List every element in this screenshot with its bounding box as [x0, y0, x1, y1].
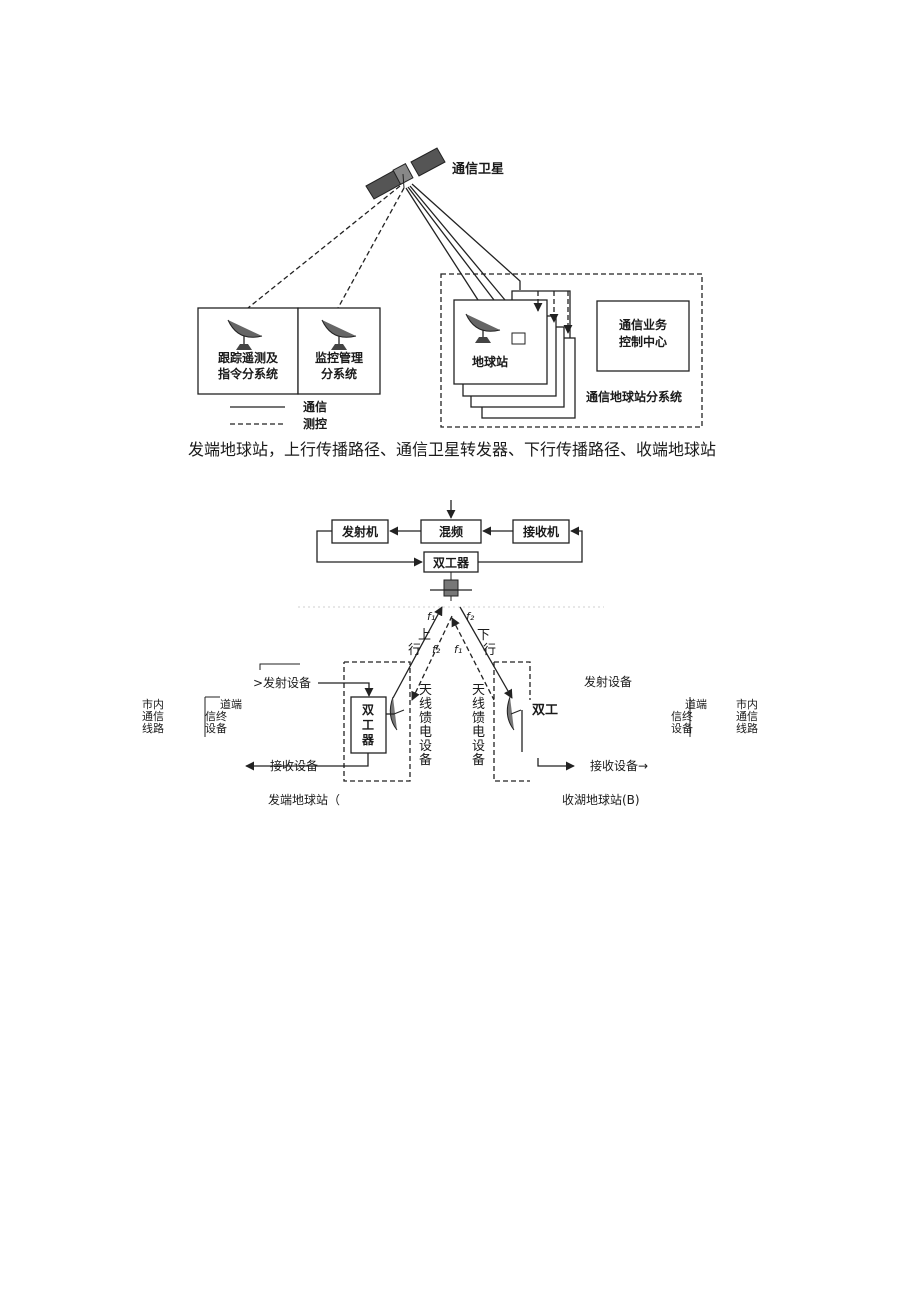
diagram1-caption: 发端地球站，上行传播路径、通信卫星转发器、下行传播路径、收端地球站	[188, 440, 716, 459]
svg-text:馈: 馈	[419, 711, 432, 726]
earth-station-box	[453, 299, 548, 385]
svg-text:线路: 线路	[736, 721, 758, 735]
uplink-solid	[392, 606, 443, 699]
freq-f2-downlink: f₂	[466, 610, 475, 623]
tx-equip-right: 发射设备	[584, 674, 632, 689]
freq-f1-uplink: f₁	[427, 610, 435, 623]
downlink-label-1: 下	[477, 628, 490, 643]
comm-links	[405, 183, 521, 301]
duplexer-to-rx-left	[245, 753, 369, 771]
svg-text:信终: 信终	[205, 709, 227, 723]
earth-station-subsystem-frame	[440, 273, 703, 428]
uplink-label-1: 上	[418, 628, 431, 643]
tracking-box-line2: 指令分系统	[218, 366, 278, 381]
svg-text:电: 电	[472, 725, 485, 740]
svg-text:线: 线	[472, 697, 485, 712]
svg-text:通信: 通信	[142, 710, 164, 723]
monitor-box-line1: 监控管理	[315, 350, 363, 365]
freq-f1-right: f₁	[454, 643, 462, 656]
duplexer-label: 双工器	[433, 556, 470, 570]
duplexer-right-label: 双工	[532, 703, 558, 718]
mixer-label: 混频	[439, 524, 463, 539]
duplexer-left-1: 双	[362, 703, 374, 717]
uplink-label-2: 行	[408, 643, 421, 658]
downlink-solid	[459, 606, 513, 699]
svg-text:道端: 道端	[685, 697, 707, 711]
control-center-line2: 控制中心	[619, 334, 667, 349]
svg-text:市内: 市内	[736, 697, 758, 711]
svg-text:设备: 设备	[671, 721, 693, 735]
control-center-line1: 通信业务	[619, 317, 668, 332]
channel-terminal-left: 道端 信终 设备	[205, 697, 242, 735]
earth-station-link-diagram: 发射机 混频 接收机 双工器 f₁ f₂ f₂ f₁ 上 行	[142, 500, 758, 807]
svg-text:道端: 道端	[220, 697, 242, 711]
transmitter-to-duplexer	[316, 530, 423, 567]
dish-icon-left	[386, 696, 405, 731]
legend-comm-label: 通信	[303, 399, 327, 414]
dish-icon	[321, 319, 357, 350]
svg-text:天: 天	[419, 683, 432, 698]
duplexer-to-rx-right	[537, 758, 575, 771]
svg-text:电: 电	[419, 725, 432, 740]
earth-station-label: 地球站	[472, 354, 508, 369]
rx-equip-right: 接收设备→	[590, 758, 648, 773]
svg-text:备: 备	[419, 752, 432, 768]
svg-text:设备: 设备	[205, 721, 227, 735]
satellite-icon	[365, 147, 446, 200]
antenna-feed-right: 天 线 馈 电 设 备	[472, 683, 485, 768]
station-right-label: 收湖地球站(B)	[562, 792, 640, 807]
subsystem-label: 通信地球站分系统	[586, 389, 682, 404]
downlink-label-2: 行	[483, 643, 496, 658]
tc-link-monitor	[337, 187, 405, 309]
dish-icon	[465, 313, 501, 343]
svg-text:通信: 通信	[736, 710, 758, 723]
svg-text:设: 设	[472, 739, 485, 754]
tracking-telemetry-box	[197, 307, 299, 395]
station-left-label: 发端地球站（	[268, 792, 340, 807]
duplexer-left-box	[350, 696, 387, 754]
left-station-frame	[343, 661, 411, 782]
dish-icon	[227, 319, 263, 350]
channel-terminal-right: 道端 信终 设备	[671, 697, 707, 735]
duplexer-to-receiver	[478, 526, 583, 563]
dish-icon-right	[506, 696, 523, 752]
tx-to-duplexer-left	[318, 682, 374, 697]
stack-top-bracket	[511, 290, 571, 338]
antenna-feed-left: 天 线 馈 电 设 备	[419, 683, 432, 768]
transmitter-label: 发射机	[341, 524, 378, 539]
tx-bracket-left	[259, 663, 300, 670]
tc-link-tracking	[247, 185, 401, 309]
svg-text:线: 线	[419, 697, 432, 712]
right-station-frame-top	[494, 661, 531, 700]
city-line-right: 市内 通信 线路	[736, 697, 758, 735]
monitor-box-line2: 分系统	[321, 366, 357, 381]
satellite-icon	[430, 572, 472, 601]
duplexer-left-2: 工	[362, 718, 374, 732]
svg-text:信终: 信终	[671, 709, 693, 723]
tx-equip-left: >发射设备	[253, 675, 311, 690]
legend-tc-label: 测控	[303, 416, 327, 431]
satellite-label: 通信卫星	[452, 161, 504, 177]
svg-text:馈: 馈	[472, 711, 485, 726]
tracking-box-line1: 跟踪遥测及	[218, 350, 279, 365]
city-line-left: 市内 通信 线路	[142, 697, 164, 735]
rx-equip-left: 接收设备	[270, 758, 318, 773]
satellite-system-diagram: 通信卫星 跟踪遥测及 指令分系统 监控管理 分系统	[188, 147, 716, 459]
duplexer-left-3: 器	[361, 733, 375, 747]
receiver-label: 接收机	[523, 524, 559, 539]
downlink-dashed	[451, 617, 495, 701]
panel-icon	[511, 332, 526, 345]
svg-text:备: 备	[472, 752, 485, 768]
svg-text:天: 天	[472, 683, 485, 698]
control-center-box	[596, 300, 690, 372]
svg-text:市内: 市内	[142, 697, 164, 711]
svg-text:线路: 线路	[142, 721, 164, 735]
monitor-management-box	[297, 307, 381, 395]
freq-f2-left: f₂	[432, 643, 441, 656]
svg-text:设: 设	[419, 739, 432, 754]
